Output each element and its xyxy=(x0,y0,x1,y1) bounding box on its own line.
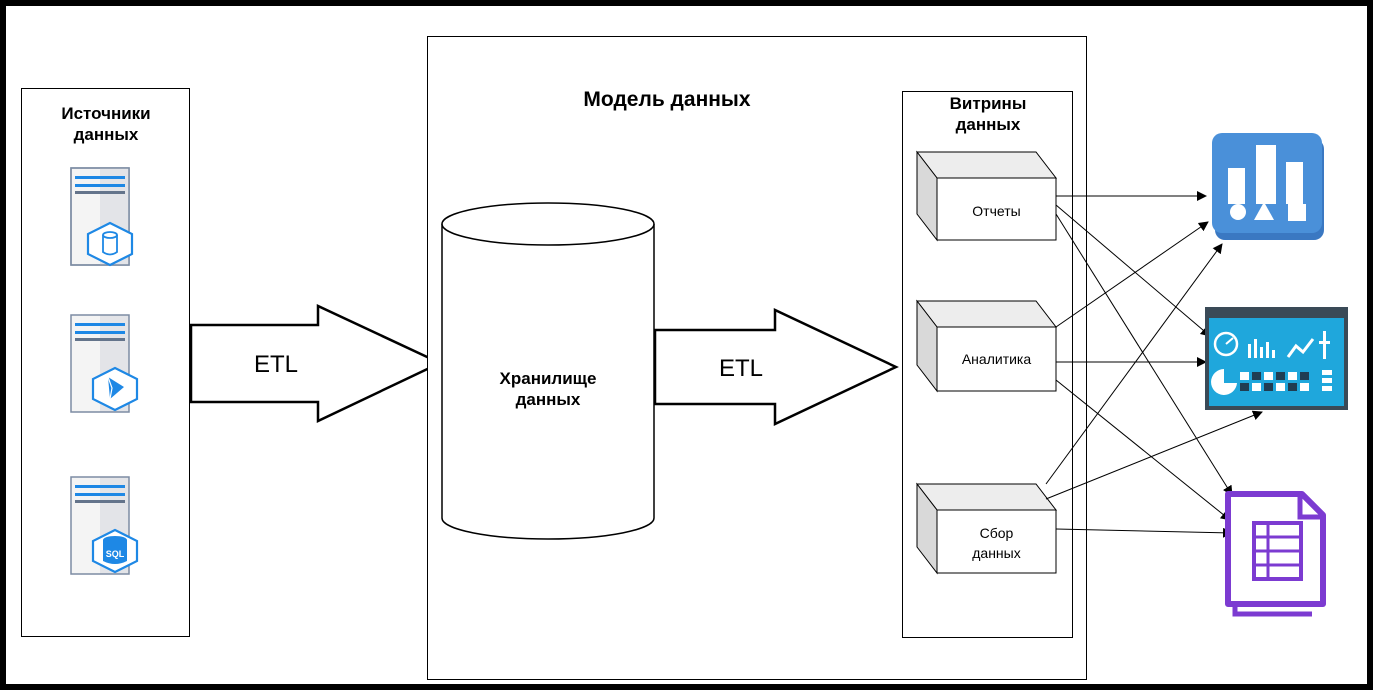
warehouse-label-line2: данных xyxy=(515,390,581,410)
etl-left-label: ETL xyxy=(253,351,298,378)
connection-arrows xyxy=(1045,191,1263,538)
sources-title-line2: данных xyxy=(73,125,139,145)
arrow-analytics-to-document xyxy=(1055,379,1231,521)
arrow-collection-to-report-tool xyxy=(1045,243,1223,485)
mart-label-analytics: Аналитика xyxy=(937,351,1056,369)
arrow-collection-to-document xyxy=(1055,527,1233,538)
arrow-reports-to-dashboard xyxy=(1055,204,1211,337)
mart-label-collection-line1: Сбор xyxy=(979,525,1014,541)
mart-label-collection: Сбор данных xyxy=(937,523,1056,564)
sql-badge-text: SQL xyxy=(106,549,125,559)
warehouse-label-line1: Хранилище xyxy=(499,369,597,388)
marts-title: Витрины данных xyxy=(903,93,1073,136)
mart-box-reports xyxy=(915,150,1058,242)
sources-title: Источники данных xyxy=(21,103,191,146)
warehouse-cylinder xyxy=(441,202,655,540)
data-model-title: Модель данных xyxy=(583,88,751,111)
warehouse-label: Хранилище данных xyxy=(468,368,628,411)
marts-title-line1: Витрины xyxy=(949,94,1027,113)
bar-chart-report-icon xyxy=(1212,133,1324,240)
mart-label-collection-line2: данных xyxy=(972,545,1021,562)
mart-box-analytics xyxy=(915,299,1058,393)
arrow-reports-to-document xyxy=(1055,213,1233,496)
mart-label-analytics-line1: Аналитика xyxy=(961,351,1032,367)
server-database-icon xyxy=(70,167,134,267)
arrow-collection-to-dashboard xyxy=(1045,410,1263,500)
arrow-analytics-to-report-tool xyxy=(1055,221,1209,328)
server-dynamics-icon xyxy=(70,314,139,413)
document-form-icon xyxy=(1225,491,1326,617)
mart-label-reports-line1: Отчеты xyxy=(972,203,1021,219)
dashboard-icon xyxy=(1205,307,1348,410)
mart-box-data-collection xyxy=(915,482,1058,575)
sources-title-line1: Источники xyxy=(61,104,151,123)
server-sql-icon: SQL xyxy=(70,476,139,575)
mart-label-reports: Отчеты xyxy=(937,203,1056,221)
etl-right-label: ETL xyxy=(718,355,763,382)
marts-title-line2: данных xyxy=(955,115,1021,135)
etl-arrow-left xyxy=(189,304,443,423)
etl-arrow-right xyxy=(653,308,899,426)
